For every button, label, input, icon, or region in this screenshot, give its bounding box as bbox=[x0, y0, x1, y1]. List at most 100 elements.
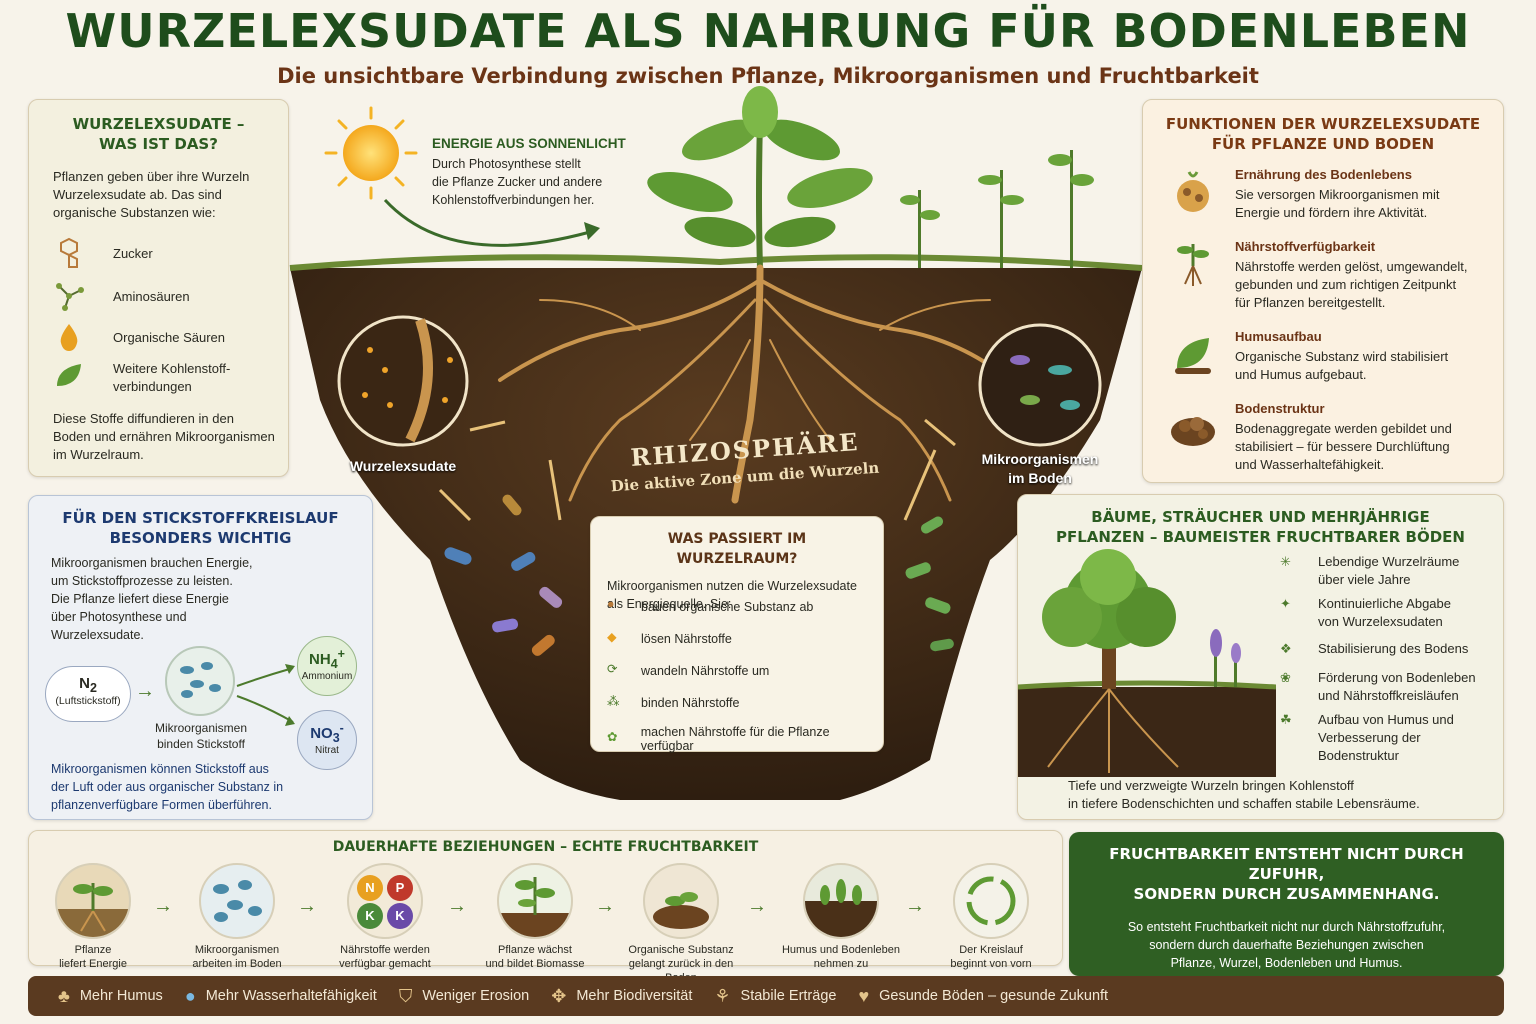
function-title: Nährstoffverfügbarkeit bbox=[1235, 239, 1376, 254]
step-label: Der Kreislauf beginnt von vorn bbox=[931, 943, 1051, 971]
cycle-step: Pflanze wächst und bildet Biomasse bbox=[475, 863, 595, 971]
step-line: Organische Substanz bbox=[628, 944, 734, 956]
what-heading-1: WURZELEXSUDATE – bbox=[72, 115, 245, 133]
arrow-right-icon: → bbox=[153, 895, 173, 917]
plant-grows-icon bbox=[497, 863, 573, 939]
no3-symbol: NO bbox=[310, 725, 333, 742]
npk-icon: N P K K bbox=[347, 863, 423, 939]
nitrogen-panel: FÜR DEN STICKSTOFFKREISLAUF BESONDERS WI… bbox=[28, 495, 373, 820]
page-title: WURZELEXSUDATE ALS NAHRUNG FÜR BODENLEBE… bbox=[65, 4, 1471, 58]
n2-cloud: N2 (Luftstickstoff) bbox=[45, 666, 131, 722]
mid-intro-1: Mikroorganismen nutzen die Wurzelexsudat… bbox=[607, 579, 857, 593]
step-line: Pflanze wächst bbox=[498, 944, 572, 956]
benefit-label: Mehr Biodiversität bbox=[576, 988, 693, 1004]
nh4-label: Ammonium bbox=[301, 671, 353, 682]
step-line: und bildet Biomasse bbox=[485, 958, 585, 970]
function-line: Organische Substanz wird stabilisiert bbox=[1235, 349, 1449, 364]
functions-heading-1: FUNKTIONEN DER WURZELEXSUDATE bbox=[1165, 115, 1481, 133]
benefit-item: ♥Gesunde Böden – gesunde Zukunft bbox=[858, 986, 1108, 1007]
function-line: Energie und fördern ihre Aktivität. bbox=[1235, 205, 1428, 220]
trees-panel: BÄUME, STRÄUCHER UND MEHRJÄHRIGE PFLANZE… bbox=[1017, 494, 1504, 820]
humus-leaf-icon bbox=[1175, 338, 1211, 374]
main-plant-icon bbox=[647, 86, 873, 269]
what-intro-1: Pflanzen geben über ihre Wurzeln bbox=[53, 169, 250, 184]
tree-line: und Nährstoffkreisläufen bbox=[1318, 688, 1459, 703]
what-intro-3: organische Substanzen wie: bbox=[53, 205, 216, 220]
plant-roots-icon bbox=[1177, 244, 1209, 286]
nitrogen-text-line: über Photosynthese und bbox=[51, 610, 187, 624]
mid-intro: Mikroorganismen nutzen die Wurzelexsudat… bbox=[607, 577, 867, 613]
mid-heading: WAS PASSIERT IM WURZELRAUM? bbox=[667, 531, 807, 567]
energy-line-2: die Pflanze Zucker und andere bbox=[432, 175, 603, 189]
substance-label: Zucker bbox=[113, 245, 153, 261]
substance-sugar: Zucker bbox=[53, 237, 153, 269]
relations-heading: DAUERHAFTE BEZIEHUNGEN – ECHTE FRUCHTBAR… bbox=[332, 839, 759, 855]
function-line: und Wasserhaltefähigkeit. bbox=[1235, 457, 1385, 472]
fert-line: So entsteht Fruchtbarkeit nicht nur durc… bbox=[1127, 920, 1446, 934]
available-icon: ✿ bbox=[607, 730, 618, 744]
n2-sub: 2 bbox=[89, 681, 97, 695]
mid-item-label: machen Nährstoffe für die Pflanze verfüg… bbox=[640, 725, 830, 753]
benefits-footer: ♣Mehr Humus ●Mehr Wasserhaltefähigkeit ⛉… bbox=[28, 976, 1504, 1016]
micro-bind-line-2: binden Stickstoff bbox=[157, 737, 245, 751]
soil-microbes bbox=[444, 494, 954, 656]
tree-line: Lebendige Wurzelräume bbox=[1318, 554, 1460, 569]
step-line: verfügbar gemacht bbox=[339, 958, 431, 970]
step-line: Pflanze bbox=[74, 944, 112, 956]
what-heading-2: WAS IST DAS? bbox=[99, 135, 218, 153]
benefit-item: ♣Mehr Humus bbox=[58, 986, 163, 1007]
nitrogen-footer-line: der Luft oder aus organischer Substanz i… bbox=[51, 780, 284, 794]
sugar-molecule-icon bbox=[60, 237, 78, 268]
nitrogen-footer-line: Mikroorganismen können Stickstoff aus bbox=[51, 762, 269, 776]
mid-item: ◆lösen Nährstoffe bbox=[607, 629, 732, 649]
wheat-icon: ⚘ bbox=[714, 985, 731, 1006]
tree-item: ❖Stabilisierung des Bodens bbox=[1280, 640, 1468, 664]
what-is-panel: WURZELEXSUDATE – WAS IST DAS? Pflanzen g… bbox=[28, 99, 289, 477]
step-line: liefert Energie bbox=[59, 958, 127, 970]
carbon-line-2: verbindungen bbox=[113, 379, 192, 394]
heart-leaf-icon: ♥ bbox=[858, 985, 870, 1006]
energy-line-3: Kohlenstoffverbindungen her. bbox=[432, 193, 595, 207]
page-subtitle: Die unsichtbare Verbindung zwischen Pfla… bbox=[277, 64, 1259, 88]
microbes-label: Mikroorganismen im Boden bbox=[970, 450, 1110, 488]
microbes-work-icon bbox=[199, 863, 275, 939]
stabilize-icon: ❖ bbox=[1280, 641, 1292, 656]
humus-life-icon bbox=[803, 863, 879, 939]
no3-sub: 3 bbox=[332, 731, 340, 745]
step-line: beginnt von vorn bbox=[950, 958, 1032, 970]
step-line: Der Kreislauf bbox=[959, 944, 1023, 956]
function-line: Sie versorgen Mikroorganismen mit bbox=[1235, 187, 1440, 202]
function-line: stabilisiert – für bessere Durchlüftung bbox=[1235, 439, 1450, 454]
function-line: gebunden und zum richtigen Zeitpunkt bbox=[1235, 277, 1457, 292]
water-drop-icon: ● bbox=[184, 985, 196, 1006]
energy-block: ENERGIE AUS SONNENLICHT Durch Photosynth… bbox=[432, 136, 626, 209]
step-label: Pflanze wächst und bildet Biomasse bbox=[475, 943, 595, 971]
step-label: Pflanze liefert Energie bbox=[33, 943, 153, 971]
what-outro: Diese Stoffe diffundieren in den Boden u… bbox=[53, 410, 275, 464]
nitrogen-text: Mikroorganismen brauchen Energie, um Sti… bbox=[51, 554, 350, 644]
substance-carbon: Weitere Kohlenstoff-verbindungen bbox=[53, 360, 230, 396]
nitrogen-text-line: Wurzelexsudate. bbox=[51, 628, 144, 642]
soil-aggregate-icon bbox=[1171, 417, 1215, 446]
arrow-right-icon: → bbox=[595, 895, 615, 917]
fertility-panel: FRUCHTBARKEIT ENTSTEHT NICHT DURCH ZUFUH… bbox=[1069, 832, 1504, 998]
exchange-arrows bbox=[438, 418, 956, 522]
benefit-label: Stabile Erträge bbox=[740, 988, 837, 1004]
mid-item-label: lösen Nährstoffe bbox=[641, 632, 732, 646]
microbes-circle-icon bbox=[165, 646, 235, 716]
split-arrows-icon bbox=[236, 664, 295, 726]
plant-energy-icon bbox=[55, 863, 131, 939]
trees-heading-2: PFLANZEN – BAUMEISTER FRUCHTBARER BÖDEN bbox=[1056, 528, 1465, 546]
mid-item: ⟳wandeln Nährstoffe um bbox=[607, 661, 769, 681]
arrow-right-icon: → bbox=[905, 895, 925, 917]
cycle-step: Der Kreislauf beginnt von vorn bbox=[931, 863, 1051, 971]
mid-item: ⁂binden Nährstoffe bbox=[607, 693, 739, 713]
